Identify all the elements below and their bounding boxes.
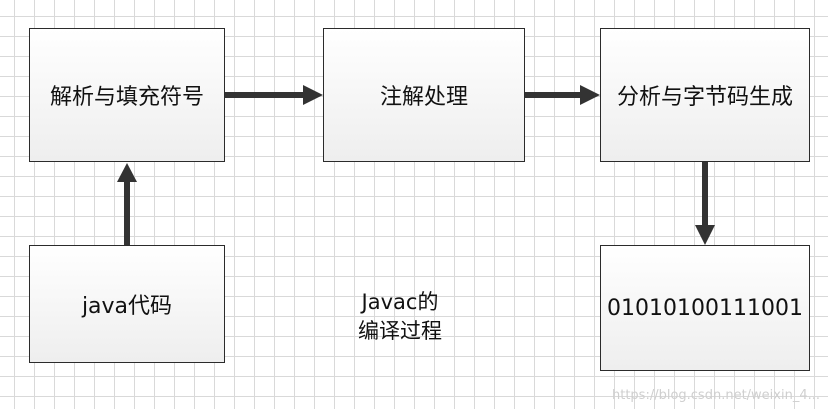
diagram-caption-line1: Javac的 (361, 290, 439, 314)
arrow-source-to-parse (117, 163, 137, 245)
node-analyze-and-bytecode-gen: 分析与字节码生成 (600, 28, 810, 162)
node-annotation-processing: 注解处理 (323, 28, 525, 162)
arrow-analyze-to-binary (695, 162, 715, 245)
node-parse-and-fill-symbols: 解析与填充符号 (29, 28, 225, 162)
node-label: java代码 (81, 294, 173, 319)
watermark: https://blog.csdn.net/weixin_4... (611, 388, 820, 403)
node-label: 解析与填充符号 (49, 85, 204, 110)
arrow-parse-to-annotation (225, 85, 323, 105)
node-binary-output: 01010100111001 (600, 245, 810, 371)
node-label: 01010100111001 (607, 295, 803, 321)
node-label: 注解处理 (379, 85, 468, 110)
node-java-source: java代码 (29, 245, 225, 363)
node-label: 分析与字节码生成 (616, 85, 793, 110)
diagram-caption-line2: 编译过程 (358, 319, 442, 343)
arrow-annotation-to-analyze (525, 85, 600, 105)
